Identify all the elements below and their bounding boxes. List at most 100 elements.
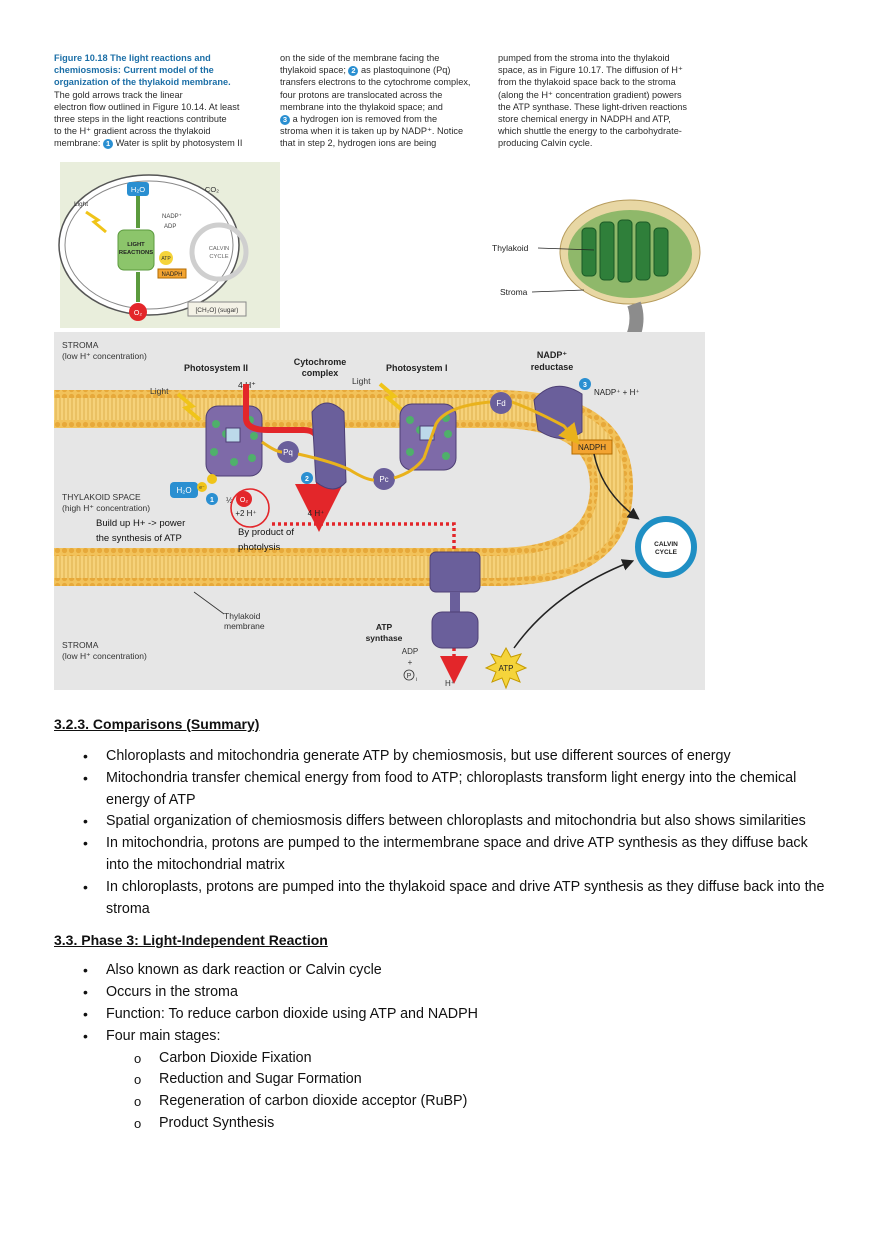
svg-text:membrane: membrane <box>224 621 265 631</box>
caption-line: four protons are translocated across the <box>280 89 443 100</box>
svg-text:reductase: reductase <box>531 362 574 372</box>
inset-sugar: [CH₂O] (sugar) <box>196 307 239 314</box>
calvin-cycle-ring <box>635 516 697 578</box>
inset-co2: CO₂ <box>205 185 219 194</box>
annotation-circle <box>230 488 270 528</box>
inset-nadph: NADPH <box>161 272 182 278</box>
annotation-photolysis: By product of <box>238 527 294 538</box>
phase3-list: Also known as dark reaction or Calvin cy… <box>54 960 834 1047</box>
caption-column-3: pumped from the stroma into the thylakoi… <box>498 52 705 150</box>
light-left-label: Light <box>150 386 169 396</box>
caption-line: electron flow outlined in Figure 10.14. … <box>54 101 240 112</box>
electron-flow-arrow <box>261 400 574 482</box>
caption-line: which shuttle the energy to the carbohyd… <box>498 126 682 137</box>
cytochrome-label: Cytochrome <box>294 357 347 367</box>
inset-adp: ADP <box>164 224 176 230</box>
light-right-label: Light <box>352 376 371 386</box>
figure-title: Figure 10.18 The light reactions and che… <box>54 53 231 88</box>
two-h-label: +2 H⁺ <box>235 509 256 518</box>
pc-carrier <box>373 468 395 490</box>
thylakoid-membrane-label: Thylakoid <box>224 611 261 621</box>
list-item: Also known as dark reaction or Calvin cy… <box>54 960 834 982</box>
caption-line: the ATP synthase. These light-driven rea… <box>498 101 687 112</box>
caption-line: space, as in Figure 10.17. The diffusion… <box>498 65 683 76</box>
inset-nadp: NADP⁺ <box>162 213 182 220</box>
section-heading-comparisons: 3.2.3. Comparisons (Summary) <box>54 716 260 732</box>
svg-text:i: i <box>416 677 417 683</box>
step-1-icon: 1 <box>103 138 114 149</box>
pq-carrier <box>277 441 299 463</box>
inset-o2: O₂ <box>134 310 142 317</box>
document-body: 3.2.3. Comparisons (Summary) Chloroplast… <box>54 716 834 1135</box>
stroma-top-label: STROMA <box>62 340 99 350</box>
svg-text:(low H⁺ concentration): (low H⁺ concentration) <box>62 351 147 361</box>
sub-list-item: Product Synthesis <box>54 1113 834 1135</box>
atp-starburst <box>484 646 528 690</box>
caption-line: pumped from the stroma into the thylakoi… <box>498 53 670 63</box>
svg-text:P: P <box>407 673 412 680</box>
caption-line: that in step 2, hydrogen ions are being <box>280 138 437 149</box>
chloroplast-overview-inset: H₂O CO₂ Light LIGHT REACTIONS CALVIN CYC… <box>58 162 280 328</box>
caption-line: to the H⁺ gradient across the thylakoid <box>54 126 211 137</box>
sub-list-item: Regeneration of carbon dioxide acceptor … <box>54 1091 834 1113</box>
h2o-box <box>170 482 198 498</box>
list-item: Chloroplasts and mitochondria generate A… <box>54 746 834 768</box>
h-plus-label: H⁺ <box>445 679 455 688</box>
list-item: Spatial organization of chemiosmosis dif… <box>54 811 834 833</box>
caption-column-1: Figure 10.18 The light reactions and che… <box>54 52 269 150</box>
photosystem-ii <box>205 405 263 477</box>
inset-h2o: H₂O <box>131 185 145 194</box>
fd-carrier <box>490 392 512 414</box>
svg-text:(low H⁺ concentration): (low H⁺ concentration) <box>62 651 147 661</box>
step-2-marker <box>301 472 313 484</box>
caption-line: thylakoid space; 2 as plastoquinone (Pq) <box>280 65 451 76</box>
caption-line: stroma when it is taken up by NADP⁺. Not… <box>280 126 464 137</box>
light-bolt-left-icon <box>176 392 202 422</box>
thylakoid-label: Thylakoid <box>492 243 529 253</box>
thylakoid-space-label: THYLAKOID SPACE <box>62 492 141 502</box>
caption-line: on the side of the membrane facing the <box>280 53 440 63</box>
caption-line: membrane: 1 Water is split by photosyste… <box>54 138 243 149</box>
svg-text:synthase: synthase <box>366 633 403 643</box>
photosystem-i-label: Photosystem I <box>386 363 448 373</box>
svg-text:CYCLE: CYCLE <box>655 549 678 556</box>
caption-column-2: on the side of the membrane facing the t… <box>280 52 492 150</box>
svg-text:e⁻: e⁻ <box>199 485 205 491</box>
stroma-label: Stroma <box>500 287 528 297</box>
nadp-reductase <box>533 385 583 439</box>
sub-list-item: Reduction and Sugar Formation <box>54 1069 834 1091</box>
comparisons-list: Chloroplasts and mitochondria generate A… <box>54 746 834 920</box>
svg-text:the synthesis of ATP: the synthesis of ATP <box>96 533 182 544</box>
inset-atp: ATP <box>161 256 171 262</box>
calvin-cycle-label: CALVIN <box>654 541 678 548</box>
step-1-marker <box>206 493 218 505</box>
caption-line: three steps in the light reactions contr… <box>54 114 227 125</box>
svg-text:photolysis: photolysis <box>238 542 280 553</box>
inset-calvin-cycle: CALVIN <box>209 246 230 252</box>
thylakoid-diagram: H₂O CO₂ Light LIGHT REACTIONS CALVIN CYC… <box>54 162 705 690</box>
svg-text:(high H⁺ concentration): (high H⁺ concentration) <box>62 503 150 513</box>
svg-text:CYCLE: CYCLE <box>209 254 228 260</box>
annotation-h-buildup: Build up H+ -> power <box>96 518 185 529</box>
svg-text:+: + <box>408 658 413 667</box>
four-h-bottom-label: 4 H⁺ <box>308 509 325 518</box>
o2-label: O₂ <box>240 497 248 504</box>
nadp-plus-h-label: NADP⁺ + H⁺ <box>594 388 640 397</box>
svg-text:3: 3 <box>583 382 587 389</box>
caption-line: 3 a hydrogen ion is removed from the <box>280 113 492 125</box>
sub-list-item: Carbon Dioxide Fixation <box>54 1048 834 1070</box>
svg-text:1: 1 <box>210 497 214 504</box>
svg-text:2: 2 <box>305 476 309 483</box>
list-item: Four main stages: <box>54 1026 834 1048</box>
pc-label: Pc <box>379 475 388 484</box>
caption-line: transfers electrons to the cytochrome co… <box>280 77 471 88</box>
svg-text:complex: complex <box>302 368 339 378</box>
caption-line: (along the H⁺ concentration gradient) po… <box>498 89 682 100</box>
proton-diffusion-arrow <box>272 522 456 582</box>
atp-synthase <box>429 551 481 649</box>
section-heading-phase3: 3.3. Phase 3: Light-Independent Reaction <box>54 932 328 949</box>
fd-label: Fd <box>496 399 505 408</box>
step-2-icon: 2 <box>348 65 359 76</box>
stroma-bottom-label: STROMA <box>62 640 99 650</box>
figure-10-18: Figure 10.18 The light reactions and che… <box>54 52 705 690</box>
